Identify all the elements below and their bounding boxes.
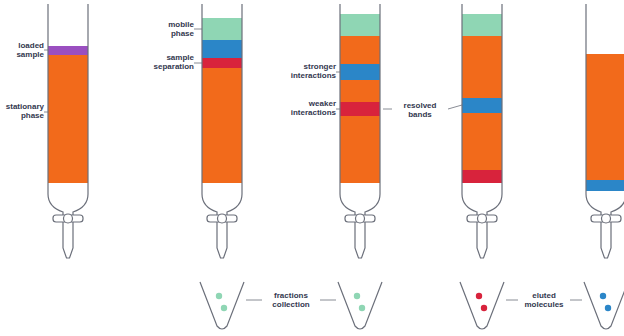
leader-line-part	[194, 63, 202, 64]
column	[202, 4, 242, 258]
leader-line-part	[506, 300, 518, 301]
column-part	[462, 4, 502, 194]
collection-flask	[338, 282, 382, 329]
leader-line-part	[336, 72, 340, 73]
collection-flask	[460, 282, 504, 329]
callout-label: stronger interactions	[282, 62, 336, 80]
leader-line-part	[246, 300, 262, 301]
callout-label: sample separation	[146, 53, 194, 71]
leader-line-part	[448, 105, 462, 109]
leader-line-part	[570, 300, 582, 301]
column-part	[48, 55, 88, 183]
column-part	[202, 68, 242, 183]
callout-label: loaded sample	[4, 41, 44, 59]
collection-flask-part	[221, 305, 227, 311]
column-part	[202, 194, 242, 258]
column-part	[340, 4, 380, 194]
collection-flask-part	[338, 282, 382, 329]
column-part	[586, 54, 624, 180]
callout-label: stationary phase	[2, 102, 44, 120]
collection-flask-part	[476, 293, 482, 299]
column-part	[48, 194, 88, 258]
column	[48, 4, 88, 258]
callout-label: weaker interactions	[282, 99, 336, 117]
column-part	[48, 4, 88, 194]
column-part	[202, 40, 242, 58]
leader-line-part	[336, 109, 340, 110]
collection-flask-part	[354, 293, 360, 299]
leader-line-part	[320, 300, 336, 301]
callout-label: resolved bands	[392, 101, 448, 119]
leader-line-part	[44, 50, 48, 51]
column-part	[340, 36, 380, 183]
column-part	[340, 14, 380, 36]
collection-flask-part	[605, 305, 611, 311]
collection-flask	[200, 282, 244, 329]
column-part	[462, 98, 502, 113]
column-part	[462, 14, 502, 36]
leader-line-part	[194, 29, 202, 30]
collection-flask	[584, 282, 624, 329]
column-part	[586, 180, 624, 191]
column-part	[340, 194, 380, 258]
collection-flask-part	[481, 305, 487, 311]
column-part	[462, 194, 502, 258]
column	[586, 4, 624, 258]
leader-line-part	[44, 112, 48, 113]
leader-line	[44, 29, 582, 300]
callout-label: fractions collection	[262, 291, 320, 309]
column	[340, 4, 380, 258]
collection-flask-part	[200, 282, 244, 329]
collection-flask-part	[216, 293, 222, 299]
column-part	[202, 58, 242, 68]
callout-label: eluted molecules	[518, 291, 570, 309]
collection-flask-part	[600, 293, 606, 299]
collection-flask-part	[359, 305, 365, 311]
column-part	[202, 18, 242, 40]
column-part	[586, 4, 624, 194]
column-part	[462, 36, 502, 183]
collection-flask-part	[584, 282, 624, 329]
column-part	[202, 4, 242, 194]
column	[462, 4, 502, 258]
column-part	[462, 170, 502, 183]
column-part	[586, 194, 624, 258]
column-part	[340, 102, 380, 116]
collection-flask-part	[460, 282, 504, 329]
callout-label: mobile phase	[152, 20, 194, 38]
leader-line-part	[383, 109, 392, 110]
column-part	[340, 64, 380, 80]
column-part	[48, 46, 88, 55]
